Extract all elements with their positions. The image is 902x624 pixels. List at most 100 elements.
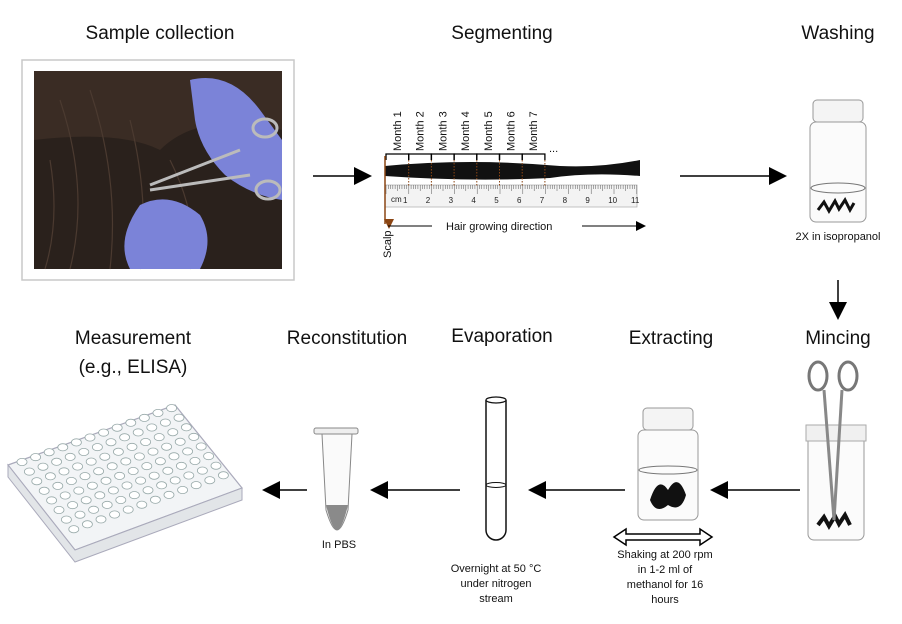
plate-well (78, 447, 90, 456)
caption-line: hours (651, 594, 679, 606)
plate-well (188, 432, 200, 441)
caption-line: in 1-2 ml of (638, 564, 693, 576)
plate-well (111, 423, 123, 432)
scalp-label: Scalp (382, 230, 394, 258)
plate-well (68, 525, 80, 534)
month-label: Month 3 (437, 111, 449, 151)
washing-vial (809, 99, 867, 223)
plate-well (140, 437, 152, 446)
step-title-measurement: Measurement (75, 328, 192, 349)
plate-well (84, 433, 96, 442)
months-ellipsis: ... (549, 143, 558, 155)
plate-well (115, 495, 127, 504)
plate-well (114, 471, 125, 480)
ruler-unit: cm (391, 195, 402, 204)
plate-well (189, 456, 201, 465)
plate-well (98, 428, 109, 437)
plate-well (71, 438, 82, 447)
plate-well (23, 467, 35, 476)
ruler-tick-label: 3 (449, 196, 454, 205)
plate-well (51, 457, 62, 466)
plate-well (57, 443, 69, 452)
plate-well (169, 476, 181, 485)
month-label: Month 1 (392, 111, 404, 151)
plate-well (43, 448, 55, 457)
plate-well (93, 467, 104, 476)
plate-well (195, 442, 207, 451)
plate-well (92, 443, 103, 452)
plate-well (95, 515, 107, 524)
month-bracket (453, 153, 478, 160)
plate-well (109, 510, 120, 519)
ruler-tick-label: 10 (608, 196, 617, 205)
elisa-96-well-plate (7, 404, 243, 563)
month-bracket (408, 153, 433, 160)
plate-well (30, 453, 41, 462)
step-subtitle-measurement: (e.g., ELISA) (79, 357, 188, 378)
plate-well (161, 442, 173, 451)
plate-well (196, 466, 208, 475)
plate-well (190, 481, 202, 490)
plate-well (167, 428, 179, 437)
plate-well (162, 466, 174, 475)
plate-well (133, 452, 145, 461)
plate-well (85, 457, 97, 466)
plate-well (177, 485, 189, 494)
plate-well (38, 486, 50, 495)
plate-well (183, 471, 195, 480)
plate-well (152, 408, 164, 417)
plate-well (72, 462, 83, 471)
plate-well (217, 471, 229, 480)
ruler-tick-label: 9 (585, 196, 590, 205)
plate-well (31, 477, 43, 486)
month-label: Month 4 (460, 111, 472, 151)
plate-well (128, 491, 140, 500)
caption-line: stream (479, 593, 513, 605)
plate-well (82, 520, 93, 529)
plate-well (126, 442, 138, 451)
plate-well (138, 413, 150, 422)
ruler-tick-label: 4 (471, 196, 476, 205)
microcentrifuge-tube (313, 427, 359, 531)
month-label: Month 2 (415, 111, 427, 151)
mincing-vial-with-scissors (805, 360, 867, 541)
month-bracket (430, 153, 455, 160)
plate-well (166, 404, 178, 413)
plate-well (74, 510, 86, 519)
plate-well (168, 452, 180, 461)
washing-caption: 2X in isopropanol (795, 231, 880, 243)
plate-well (159, 418, 171, 427)
plate-well (53, 505, 65, 514)
shaking-double-arrow-icon (612, 527, 714, 547)
direction-label: Hair growing direction (446, 221, 552, 233)
plate-well (141, 462, 153, 471)
ruler-tick-label: 7 (540, 196, 545, 205)
plate-well (45, 472, 56, 481)
plate-well (174, 437, 186, 446)
month-bracket (498, 153, 523, 160)
plate-well (132, 428, 144, 437)
plate-well (88, 505, 99, 514)
ruler-tick-label: 8 (563, 196, 568, 205)
month-label: Month 6 (506, 111, 518, 151)
step-title-extracting: Extracting (629, 328, 713, 349)
plate-well (87, 481, 98, 490)
month-bracket (521, 153, 546, 160)
plate-well (106, 462, 118, 471)
ruler-tick-label: 5 (494, 196, 499, 205)
month-label: Month 7 (528, 111, 540, 151)
plate-well (175, 461, 187, 470)
plate-well (73, 486, 85, 495)
plate-well (16, 457, 28, 466)
ruler-tick-label: 6 (517, 196, 522, 205)
plate-well (142, 486, 154, 495)
month-bracket (385, 153, 410, 160)
ruler-tick-label: 11 (631, 196, 640, 205)
plate-well (204, 476, 216, 485)
step-title-segmenting: Segmenting (451, 23, 552, 44)
plate-well (37, 462, 49, 471)
month-bracket (476, 153, 501, 160)
month-label: Month 5 (483, 111, 495, 151)
plate-well (173, 413, 185, 422)
